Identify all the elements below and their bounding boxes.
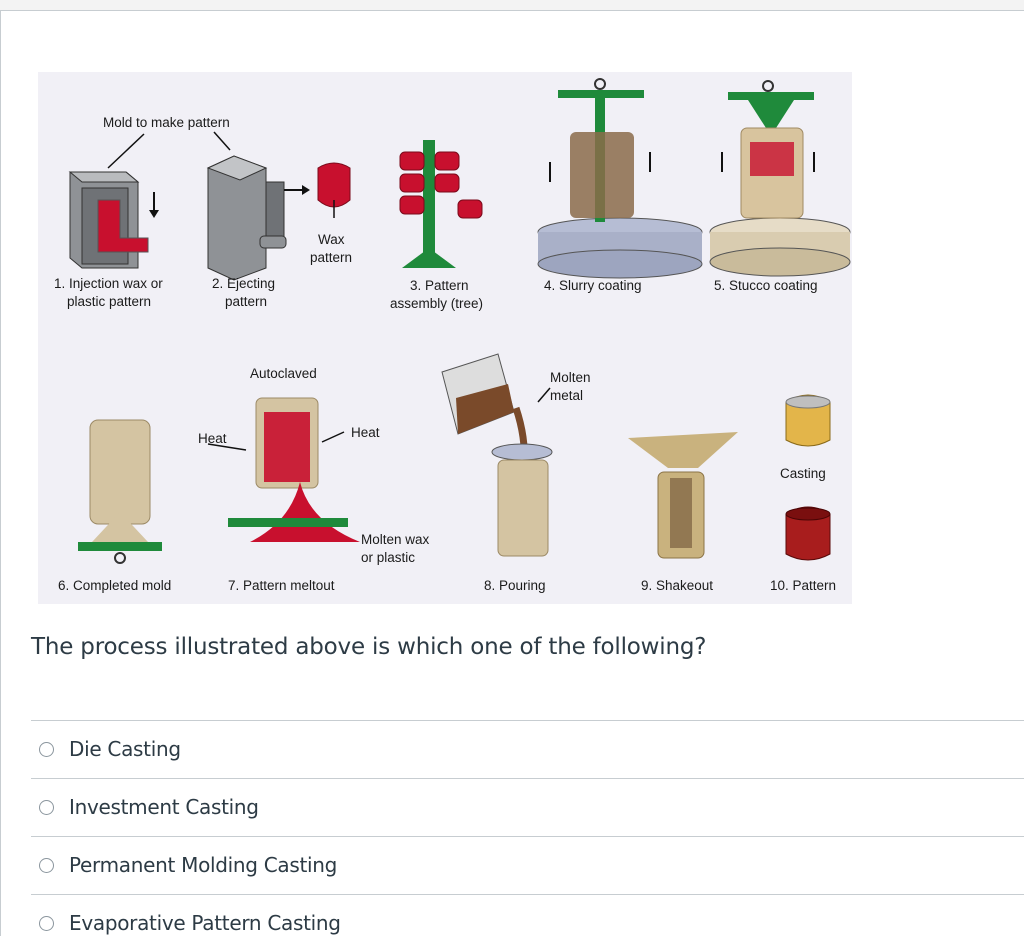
- investment-casting-figure: Mold to make pattern Wax pattern 1. Inje…: [38, 72, 852, 604]
- label-step5: 5. Stucco coating: [714, 278, 818, 293]
- label-molten-wax-2: or plastic: [361, 550, 415, 565]
- casting-and-pattern-icons: [785, 394, 831, 561]
- top-bar: [0, 0, 1024, 11]
- step9-illustration: [628, 432, 738, 559]
- question-text: The process illustrated above is which o…: [31, 634, 707, 660]
- step8-illustration: [441, 353, 553, 557]
- step2-illustration: [206, 131, 310, 281]
- label-molten-metal-2: metal: [550, 388, 583, 403]
- answer-label[interactable]: Evaporative Pattern Casting: [69, 911, 341, 935]
- label-step10: 10. Pattern: [770, 578, 836, 593]
- label-step9: 9. Shakeout: [641, 578, 713, 593]
- label-heat-left: Heat: [198, 431, 227, 446]
- label-step2-b: pattern: [225, 294, 267, 309]
- step4-illustration: [537, 78, 703, 279]
- label-step3-a: 3. Pattern: [410, 278, 469, 293]
- answer-list: Die Casting Investment Casting Permanent…: [31, 720, 1024, 952]
- label-step6: 6. Completed mold: [58, 578, 171, 593]
- step6-illustration: [78, 419, 162, 564]
- answer-option-die-casting[interactable]: Die Casting: [31, 720, 1024, 778]
- process-diagram: Mold to make pattern Wax pattern 1. Inje…: [54, 78, 851, 593]
- answer-label[interactable]: Die Casting: [69, 737, 181, 761]
- answer-label[interactable]: Investment Casting: [69, 795, 259, 819]
- label-step1-a: 1. Injection wax or: [54, 276, 163, 291]
- label-wax-pattern-2: pattern: [310, 250, 352, 265]
- label-step8: 8. Pouring: [484, 578, 546, 593]
- label-step2-a: 2. Ejecting: [212, 276, 275, 291]
- radio-button[interactable]: [39, 800, 54, 815]
- label-molten-wax-1: Molten wax: [361, 532, 430, 547]
- left-border: [0, 10, 1, 936]
- label-step4: 4. Slurry coating: [544, 278, 642, 293]
- label-step1-b: plastic pattern: [67, 294, 151, 309]
- answer-option-permanent-molding-casting[interactable]: Permanent Molding Casting: [31, 836, 1024, 894]
- label-autoclaved: Autoclaved: [250, 366, 317, 381]
- radio-button[interactable]: [39, 916, 54, 931]
- step3-illustration: [399, 140, 483, 268]
- label-molten-metal-1: Molten: [550, 370, 591, 385]
- wax-pattern-icon: [317, 162, 351, 218]
- step5-illustration: [709, 80, 851, 277]
- label-heat-right: Heat: [351, 425, 380, 440]
- label-step3-b: assembly (tree): [390, 296, 483, 311]
- answer-option-evaporative-pattern-casting[interactable]: Evaporative Pattern Casting: [31, 894, 1024, 952]
- radio-button[interactable]: [39, 858, 54, 873]
- label-wax-pattern-1: Wax: [318, 232, 345, 247]
- label-mold-to-make-pattern: Mold to make pattern: [103, 115, 230, 130]
- label-step7: 7. Pattern meltout: [228, 578, 335, 593]
- step7-illustration: [207, 397, 360, 542]
- answer-option-investment-casting[interactable]: Investment Casting: [31, 778, 1024, 836]
- radio-button[interactable]: [39, 742, 54, 757]
- step1-illustration: [68, 133, 159, 269]
- answer-label[interactable]: Permanent Molding Casting: [69, 853, 338, 877]
- label-casting: Casting: [780, 466, 826, 481]
